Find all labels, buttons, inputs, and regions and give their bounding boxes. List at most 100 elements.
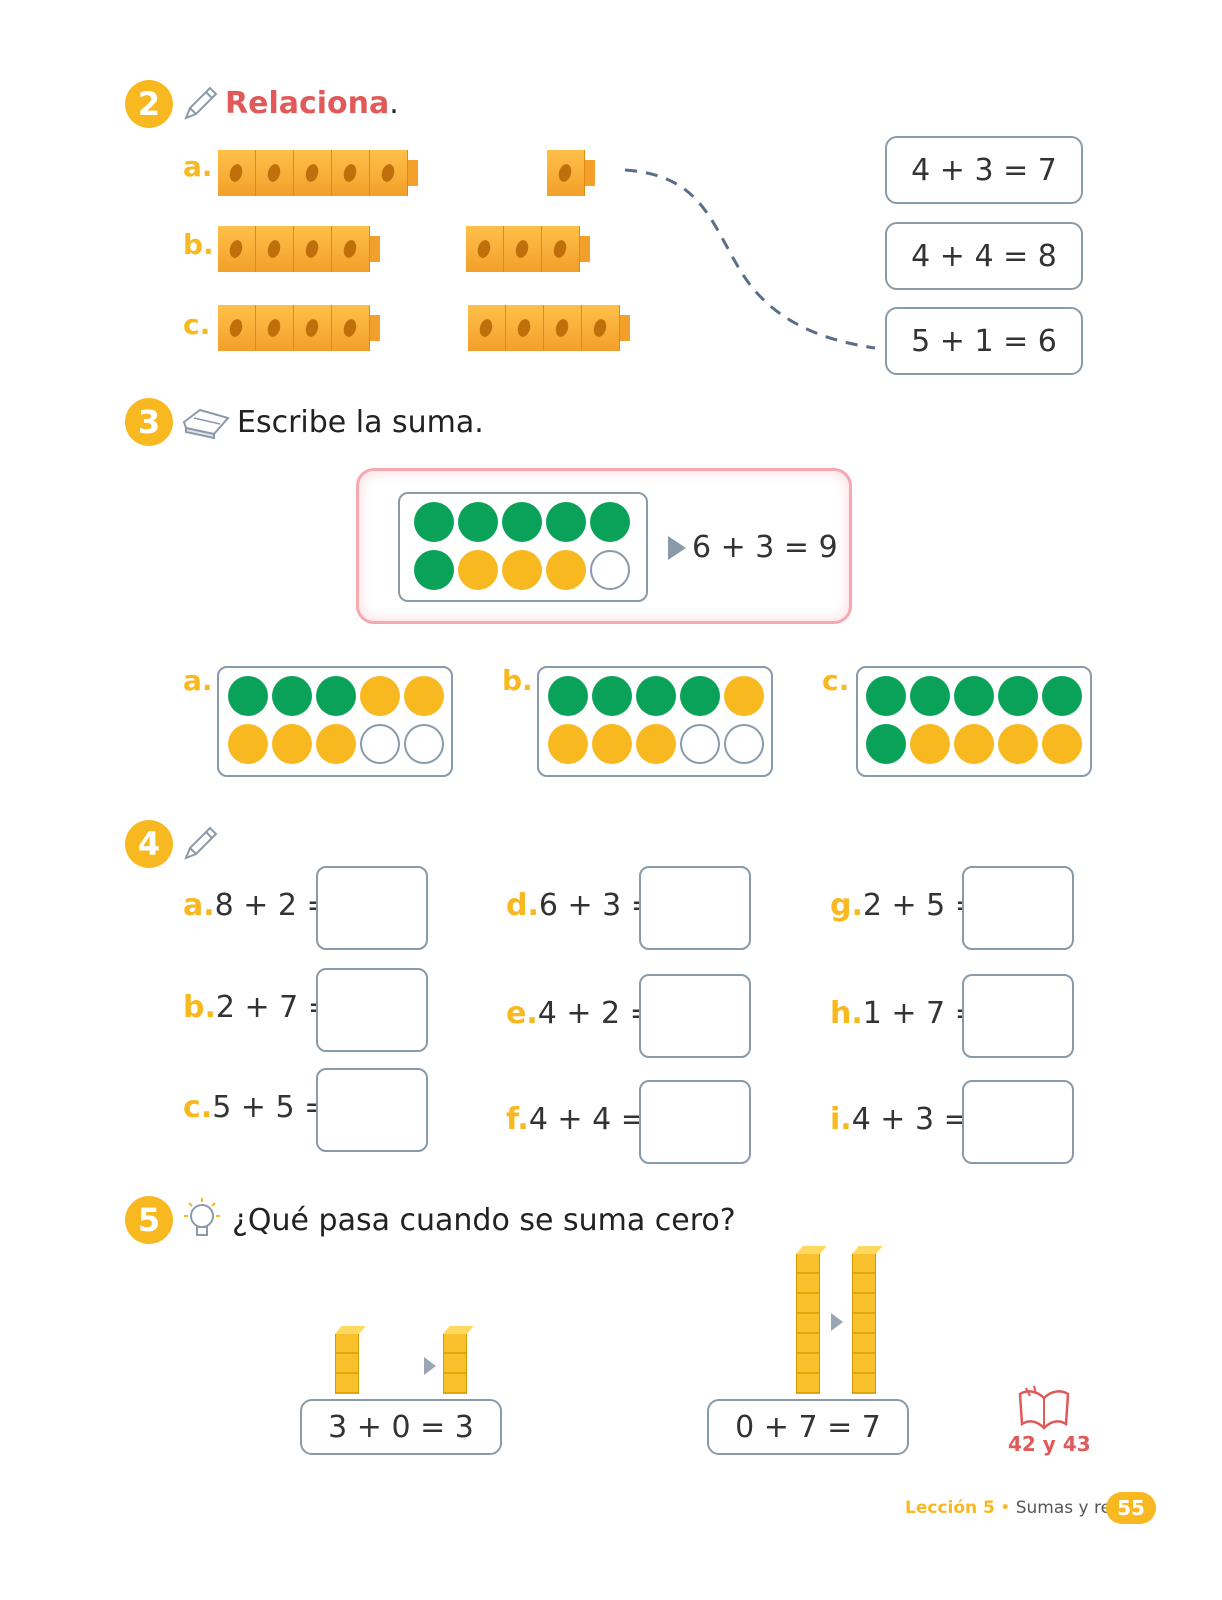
frame-1-counter: [548, 724, 588, 764]
section-3-number: 3: [125, 398, 173, 446]
row-0-left-cube-connector: [408, 160, 418, 186]
frame-2-counter: [1042, 724, 1082, 764]
section-2-title: Relaciona.: [225, 86, 399, 121]
frame-2-counter: [866, 724, 906, 764]
lightbulb-icon: [184, 1198, 220, 1236]
frame-2-counter: [1042, 676, 1082, 716]
frame-0-counter: [360, 676, 400, 716]
cube-tower-3-result: [443, 1334, 467, 1394]
row-1-left-cube: [218, 226, 256, 272]
answer-box-d[interactable]: [639, 866, 751, 950]
row-1-right-cube: [542, 226, 580, 272]
answer-box-b[interactable]: [316, 968, 428, 1052]
frame-0-counter: [316, 676, 356, 716]
example-counter: [502, 550, 542, 590]
answer-box-i[interactable]: [962, 1080, 1074, 1164]
pencil-icon: [184, 826, 218, 860]
frame-0-counter: [228, 676, 268, 716]
row-0-left-cube: [332, 150, 370, 196]
row-0-left-cube: [370, 150, 408, 196]
equation-box-2: 0 + 7 = 7: [707, 1399, 909, 1455]
row-2-right-cube: [544, 305, 582, 351]
answer-box-h[interactable]: [962, 974, 1074, 1058]
row-0-right-cube-connector: [585, 160, 595, 186]
frame-1-counter: [592, 724, 632, 764]
exercise-h: h.1 + 7 =: [830, 996, 980, 1031]
row-2-left-cube: [256, 305, 294, 351]
arrow-icon: [424, 1357, 436, 1375]
choice-box-3[interactable]: 5 + 1 = 6: [885, 307, 1083, 375]
row-2-left-cube: [332, 305, 370, 351]
frame-0-counter: [404, 676, 444, 716]
row-1-left-cube: [256, 226, 294, 272]
frame-1-counter: [724, 676, 764, 716]
frame-1-counter: [680, 724, 720, 764]
frame-2-counter: [954, 676, 994, 716]
frame-1-counter: [548, 676, 588, 716]
exercise-c: c.5 + 5 =: [183, 1090, 330, 1125]
frame-0-counter: [228, 724, 268, 764]
pencil-icon: [184, 86, 218, 120]
answer-box-c[interactable]: [316, 1068, 428, 1152]
exercise-g: g.2 + 5 =: [830, 888, 980, 923]
example-counter: [414, 550, 454, 590]
connection-line: [624, 168, 876, 350]
row-1-right-cube: [466, 226, 504, 272]
arrow-icon: [831, 1313, 843, 1331]
choice-box-2[interactable]: 4 + 4 = 8: [885, 222, 1083, 290]
row-2-right-cube: [468, 305, 506, 351]
frame-2-counter: [998, 724, 1038, 764]
answer-box-e[interactable]: [639, 974, 751, 1058]
row-1-left-cube: [332, 226, 370, 272]
frame-2-counter: [954, 724, 994, 764]
row-2-right-cube: [506, 305, 544, 351]
frame-letter-b: b.: [502, 664, 533, 697]
example-counter: [590, 502, 630, 542]
frame-0-counter: [272, 724, 312, 764]
frame-letter-a: a.: [183, 664, 213, 697]
frame-0-counter: [316, 724, 356, 764]
eraser-icon: [182, 408, 230, 440]
row-2-left-cube-connector: [370, 315, 380, 341]
section-5-number: 5: [125, 1196, 173, 1244]
frame-letter-c: c.: [822, 664, 850, 697]
exercise-b: b.2 + 7 =: [183, 990, 333, 1025]
row-2-right-cube: [582, 305, 620, 351]
answer-box-g[interactable]: [962, 866, 1074, 950]
frame-1-counter: [636, 724, 676, 764]
exercise-f: f.4 + 4 =: [506, 1102, 646, 1137]
section-4-number: 4: [125, 820, 173, 868]
frame-2-counter: [998, 676, 1038, 716]
frame-1-counter: [592, 676, 632, 716]
book-reference: 42 y 43: [1008, 1432, 1091, 1456]
book-icon: [1018, 1385, 1070, 1430]
row-letter-a: a.: [183, 150, 213, 183]
example-counter: [590, 550, 630, 590]
frame-0-counter: [272, 676, 312, 716]
frame-0-counter: [404, 724, 444, 764]
page-number: 55: [1106, 1492, 1156, 1524]
example-counter: [502, 502, 542, 542]
section-2-number: 2: [125, 80, 173, 128]
row-0-left-cube: [294, 150, 332, 196]
row-1-left-cube-connector: [370, 236, 380, 262]
frame-1-counter: [680, 676, 720, 716]
frame-1-counter: [636, 676, 676, 716]
example-counter: [546, 502, 586, 542]
example-counter: [414, 502, 454, 542]
row-2-left-cube: [294, 305, 332, 351]
answer-box-f[interactable]: [639, 1080, 751, 1164]
answer-box-a[interactable]: [316, 866, 428, 950]
choice-box-1[interactable]: 4 + 3 = 7: [885, 136, 1083, 204]
row-2-right-cube-connector: [620, 315, 630, 341]
arrow-icon: [668, 536, 686, 560]
frame-2-counter: [866, 676, 906, 716]
example-counter: [546, 550, 586, 590]
example-counter: [458, 502, 498, 542]
frame-2-counter: [910, 724, 950, 764]
frame-1-counter: [724, 724, 764, 764]
example-counter: [458, 550, 498, 590]
row-letter-c: c.: [183, 308, 211, 341]
row-0-right-cube: [547, 150, 585, 196]
section-3-title: Escribe la suma.: [237, 405, 484, 440]
